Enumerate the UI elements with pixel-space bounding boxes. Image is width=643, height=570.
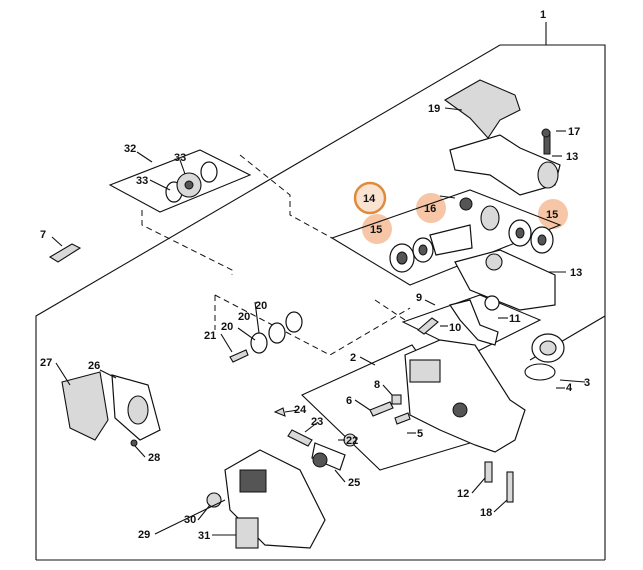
callout-20-a: 20 xyxy=(238,311,250,323)
callout-21: 21 xyxy=(204,330,216,342)
side-plates xyxy=(61,371,161,447)
callout-13-upper: 13 xyxy=(566,151,578,163)
part-29-cover xyxy=(206,449,326,549)
brake-parts xyxy=(273,407,357,471)
part-13-lower-housing xyxy=(454,249,556,311)
leader-lines xyxy=(51,107,586,536)
callout-31: 31 xyxy=(198,530,210,542)
callout-15-right: 15 xyxy=(546,209,558,221)
assembly-frame xyxy=(35,22,606,561)
callout-1: 1 xyxy=(540,9,546,21)
part-3-4 xyxy=(524,333,565,381)
highlight-15-right xyxy=(538,199,568,229)
callout-13-lower: 13 xyxy=(570,267,582,279)
part-2-housing xyxy=(404,339,526,453)
callout-18: 18 xyxy=(480,507,492,519)
callout-20-b: 20 xyxy=(255,300,267,312)
callout-15-left: 15 xyxy=(370,224,382,236)
small-fasteners xyxy=(369,128,551,503)
callout-33-top: 33 xyxy=(174,152,186,164)
callout-22: 22 xyxy=(346,435,358,447)
callout-19: 19 xyxy=(428,103,440,115)
callout-33-left: 33 xyxy=(136,175,148,187)
callout-30: 30 xyxy=(184,514,196,526)
callout-4: 4 xyxy=(566,382,573,394)
callout-14: 14 xyxy=(363,193,376,205)
dashed-guides xyxy=(141,154,411,356)
highlight-15-left xyxy=(362,214,392,244)
highlight-14-ring xyxy=(353,181,387,215)
callout-16: 16 xyxy=(424,203,436,215)
callout-6: 6 xyxy=(346,395,352,407)
callout-2: 2 xyxy=(350,352,356,364)
callout-29: 29 xyxy=(138,529,150,541)
callout-7: 7 xyxy=(40,229,46,241)
callout-10: 10 xyxy=(449,322,461,334)
callout-labels: 1 2 3 4 5 6 7 8 9 10 11 12 13 13 14 15 1… xyxy=(40,9,590,542)
callout-26: 26 xyxy=(88,360,100,372)
callout-25: 25 xyxy=(348,477,360,489)
callout-17: 17 xyxy=(568,126,580,138)
callout-27: 27 xyxy=(40,357,52,369)
callout-32: 32 xyxy=(124,143,136,155)
sprocket-group xyxy=(165,161,218,203)
washers-20 xyxy=(229,311,303,363)
callout-9: 9 xyxy=(416,292,422,304)
callout-23: 23 xyxy=(311,416,323,428)
callout-5: 5 xyxy=(417,428,423,440)
part-9-assembly xyxy=(417,295,500,346)
callout-11: 11 xyxy=(509,313,521,325)
shafts-bearings xyxy=(389,195,554,273)
part-7-bolt xyxy=(48,243,82,263)
part-13-upper-housing xyxy=(449,131,561,196)
callout-20-c: 20 xyxy=(221,321,233,333)
callout-3: 3 xyxy=(584,377,590,389)
callout-8: 8 xyxy=(374,379,380,391)
callout-24: 24 xyxy=(294,404,307,416)
part-19-cover xyxy=(443,79,521,139)
callout-12: 12 xyxy=(457,488,469,500)
callout-28: 28 xyxy=(148,452,160,464)
